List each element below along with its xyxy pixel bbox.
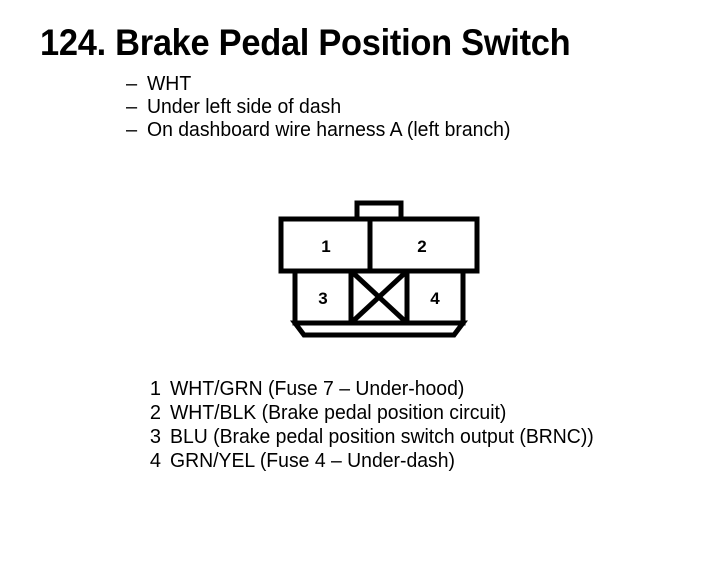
- pin-legend-description: GRN/YEL (Fuse 4 – Under-dash): [170, 450, 456, 472]
- description-list: – WHT – Under left side of dash – On das…: [126, 73, 522, 142]
- pin-legend-number: 3: [149, 426, 161, 448]
- pin-legend-description: WHT/GRN (Fuse 7 – Under-hood): [170, 378, 465, 400]
- cavity-number-1: 1: [321, 237, 330, 256]
- bullet-dash-icon: –: [126, 73, 138, 95]
- description-item: – WHT: [126, 73, 522, 96]
- bullet-dash-icon: –: [126, 119, 138, 141]
- description-item: – On dashboard wire harness A (left bran…: [126, 119, 522, 142]
- pin-legend-description: WHT/BLK (Brake pedal position circuit): [170, 402, 507, 424]
- description-item-label: WHT: [147, 73, 192, 95]
- bullet-dash-icon: –: [126, 96, 138, 118]
- pin-legend-description: BLU (Brake pedal position switch output …: [170, 426, 594, 448]
- pin-legend: 1 WHT/GRN (Fuse 7 – Under-hood) 2 WHT/BL…: [140, 378, 607, 474]
- cavity-number-2: 2: [417, 237, 426, 256]
- blocked-cavity-x-icon: [349, 269, 409, 325]
- pin-legend-row: 3 BLU (Brake pedal position switch outpu…: [140, 426, 607, 450]
- pin-legend-number: 4: [149, 450, 161, 472]
- connector-upper-row-frame: [278, 216, 480, 274]
- cavity-number-3: 3: [318, 289, 327, 308]
- pin-legend-row: 1 WHT/GRN (Fuse 7 – Under-hood): [140, 378, 607, 402]
- pin-legend-number: 1: [149, 378, 161, 400]
- pin-legend-row: 2 WHT/BLK (Brake pedal position circuit): [140, 402, 607, 426]
- cavity-number-4: 4: [430, 289, 440, 308]
- pin-legend-number: 2: [149, 402, 161, 424]
- pin-legend-row: 4 GRN/YEL (Fuse 4 – Under-dash): [140, 450, 607, 474]
- description-item-label: On dashboard wire harness A (left branch…: [147, 119, 511, 141]
- description-item: – Under left side of dash: [126, 96, 522, 119]
- description-item-label: Under left side of dash: [147, 96, 342, 118]
- page-title: 124. Brake Pedal Position Switch: [40, 22, 571, 63]
- connector-bottom-skirt: [290, 320, 468, 338]
- connector-diagram: 1 2 3 4: [276, 198, 481, 338]
- connector-drawing: 1 2 3 4: [278, 200, 480, 338]
